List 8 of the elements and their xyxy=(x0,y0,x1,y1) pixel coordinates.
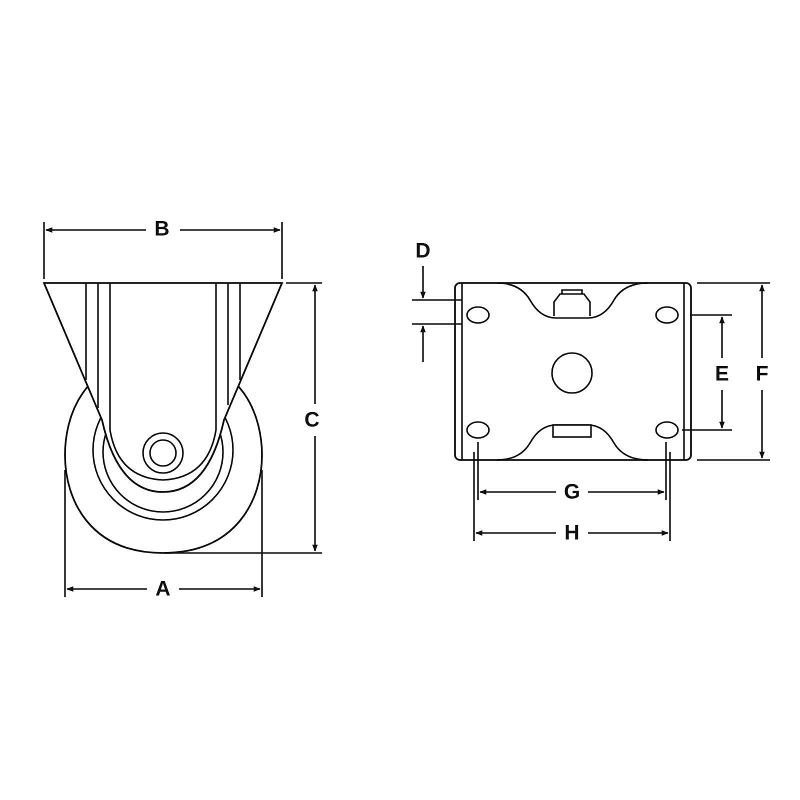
dimension-label: D xyxy=(414,240,432,262)
dimension-label: C xyxy=(303,408,321,432)
dimension-label: A xyxy=(154,578,172,600)
dimension-label: B xyxy=(153,218,171,240)
dimension-label: E xyxy=(714,362,730,386)
dimension-label: F xyxy=(754,362,770,386)
dimension-label: H xyxy=(563,522,581,544)
dimension-label: G xyxy=(562,480,582,504)
